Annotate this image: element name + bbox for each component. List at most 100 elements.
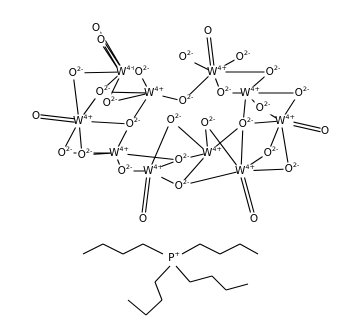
oxide-atom-label: O2- (58, 145, 73, 159)
butyl-chain-bond (145, 299, 163, 316)
label-mask (173, 179, 191, 193)
tungsten-atom-label: W4+ (202, 145, 222, 159)
w-oxo-double-bond (209, 30, 216, 72)
label-mask (236, 164, 254, 178)
butyl-chain-bond (82, 243, 104, 255)
w-oxo-double-bond (140, 170, 148, 219)
tungsten-atom-label: W4+ (116, 64, 136, 78)
label-mask (116, 164, 134, 178)
butyl-chain-bond (122, 243, 144, 255)
label-mask (215, 86, 233, 100)
label-mask (177, 94, 195, 108)
label-mask (124, 117, 142, 131)
label-mask (203, 24, 213, 38)
oxide-atom-label: O2- (236, 49, 251, 63)
butyl-chain-bond (225, 283, 249, 291)
label-mask (293, 86, 311, 100)
oxide-atom-label: O2- (285, 161, 300, 175)
oxide-atom-label: O2- (264, 145, 279, 159)
butyl-chain-bond (189, 275, 213, 283)
butyl-chain-bond (211, 275, 227, 291)
label-mask (241, 86, 259, 100)
oxide-atom-label: O2- (179, 49, 194, 63)
w-o-bond (148, 119, 172, 172)
butyl-chain-bond (127, 299, 147, 316)
oxide-atom-label: O2- (295, 85, 310, 99)
w-o-bond (72, 72, 80, 122)
butyl-chain-bond (199, 243, 221, 255)
butyl-chain-bond (154, 281, 163, 301)
oxide-atom-label: O2- (69, 65, 84, 79)
label-mask (262, 146, 280, 160)
w-oxo-double-bond (36, 113, 80, 120)
label-mask (101, 96, 119, 110)
label-mask (203, 146, 221, 160)
oxide-atom-label: O2- (78, 147, 93, 161)
oxo-atom-label: O (97, 34, 105, 46)
label-mask (177, 50, 195, 64)
label-mask (56, 146, 74, 160)
tungsten-atom-label: W4+ (207, 64, 227, 78)
oxide-atom-label: O2- (118, 163, 133, 177)
butyl-chain-bond (102, 243, 124, 255)
oxo-atom-label: O (250, 213, 258, 225)
oxo-atom-label: O (32, 110, 40, 122)
label-mask (320, 124, 330, 138)
label-mask (199, 116, 217, 130)
label-mask (167, 251, 181, 265)
butyl-chain-bond (219, 243, 241, 255)
butyl-chain-bond (142, 243, 164, 255)
label-mask (165, 113, 183, 127)
label-mask (76, 148, 94, 162)
tungsten-atom-label: W4+ (73, 113, 93, 127)
label-mask (91, 21, 101, 35)
w-oxo-double-bond (238, 171, 253, 220)
oxo-atom-label: O (139, 213, 147, 225)
oxide-atom-label: O2- (256, 100, 271, 114)
tungsten-atom-label: W4+ (275, 113, 295, 127)
w-oxo-double-bond (35, 117, 79, 124)
label-mask (145, 86, 163, 100)
tungsten-atom-label: W4+ (235, 163, 255, 177)
label-mask (31, 109, 41, 123)
butyl-chain-bond (175, 265, 191, 283)
oxide-atom-label: O2- (126, 116, 141, 130)
label-mask (249, 212, 259, 226)
oxide-atom-label: O2- (96, 84, 111, 98)
oxide-atom-label: O2- (175, 178, 190, 192)
oxo-atom-label: O (204, 25, 212, 37)
label-mask (234, 50, 252, 64)
oxide-atom-label: O2- (201, 115, 216, 129)
oxide-atom-label: O2- (217, 85, 232, 99)
label-mask (283, 162, 301, 176)
label-mask (133, 65, 151, 79)
label-mask (96, 33, 106, 47)
tungsten-atom-label: W4+ (109, 145, 129, 159)
oxide-atom-label: O2- (239, 116, 254, 130)
atom-label-layer: W4+W4+W4+W4+W4+W4+W4+W4+W4+W4+O2-O2-O2-O… (31, 21, 330, 265)
w-oxo-double-bond (144, 171, 152, 220)
label-mask (208, 65, 226, 79)
label-mask (94, 85, 112, 99)
butyl-chain-bond (181, 243, 201, 255)
label-mask (138, 212, 148, 226)
label-mask (173, 153, 191, 167)
oxide-atom-label: O2- (175, 152, 190, 166)
oxide-atom-label: O2- (266, 64, 281, 78)
label-mask (237, 117, 255, 131)
label-mask (74, 114, 92, 128)
tungsten-atom-label: W4+ (143, 163, 163, 177)
tungsten-atom-label: W4+ (144, 85, 164, 99)
w-o-bond (240, 123, 244, 172)
w-oxo-double-bond (205, 31, 212, 73)
label-mask (144, 164, 162, 178)
butyl-chain-bond (154, 265, 171, 283)
label-mask (264, 65, 282, 79)
oxo-atom-label: O (321, 125, 329, 137)
label-mask (117, 65, 135, 79)
oxo-atom-label: O (92, 22, 100, 34)
label-mask (67, 66, 85, 80)
oxide-atom-label: O2- (179, 93, 194, 107)
